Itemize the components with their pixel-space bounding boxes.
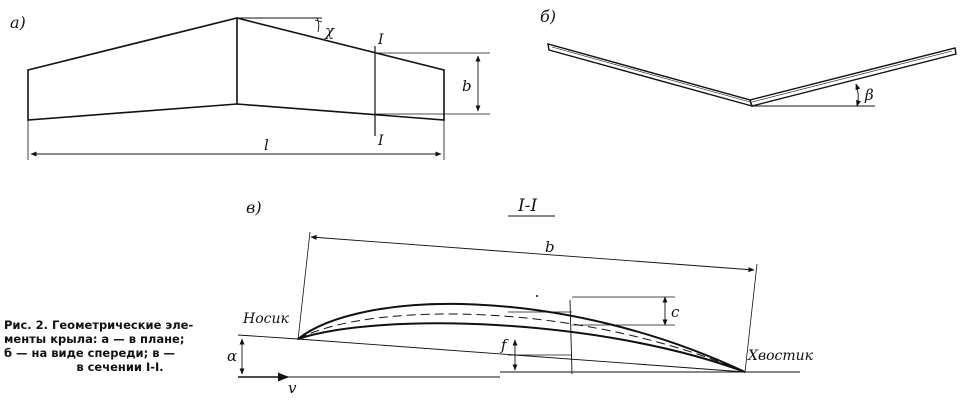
plan-chord-label: b: [462, 77, 472, 95]
wing-front-view: [547, 43, 957, 108]
dihedral-angle-label: β: [864, 86, 874, 104]
airfoil-section: [237, 231, 800, 382]
span-label: l: [264, 136, 269, 154]
panel-label-b: б): [540, 7, 556, 26]
caption-line-3: б — на виде спереди; в —: [4, 346, 175, 360]
airfoil-mean-camber-line: [297, 313, 746, 373]
velocity-label: v: [288, 379, 297, 397]
airfoil-lower-surface: [297, 322, 746, 373]
airfoil-chord-extension-nose: [297, 231, 311, 341]
angle-of-attack-label: α: [227, 347, 237, 365]
thickness-section-line: [569, 299, 573, 375]
thickness-label: c: [671, 303, 680, 321]
nose-label: Носик: [242, 311, 289, 327]
panel-label-a: а): [10, 13, 26, 32]
caption-line-4: в сечении I-I.: [76, 360, 164, 374]
caption-line-2: менты крыла: а — в плане;: [4, 332, 185, 346]
airfoil-upper-surface: [297, 302, 746, 373]
wing-plan-view: [27, 17, 490, 160]
airfoil-chord-label: b: [545, 238, 555, 256]
section-title: I-I: [517, 196, 537, 216]
section-mark-top: I: [377, 32, 384, 48]
panel-label-c: в): [246, 198, 262, 217]
nose-angle-reference: [237, 334, 299, 340]
caption-line-1: Рис. 2. Геометрические эле-: [4, 318, 194, 332]
sweep-angle-label: χ: [324, 22, 335, 40]
left-wing-front: [547, 43, 754, 108]
sweep-angle-arc: [316, 17, 320, 33]
tail-label: Хвостик: [747, 348, 814, 364]
airfoil-chord-extension-tail: [744, 263, 758, 373]
airfoil-chord-dimension: [310, 234, 755, 273]
right-wing-front: [749, 47, 957, 107]
section-mark-bottom: I: [377, 133, 384, 149]
camber-label: f: [500, 336, 509, 354]
airfoil-chord-line: [297, 338, 746, 373]
dihedral-angle-arc: [855, 83, 861, 107]
stray-dot: [536, 295, 538, 297]
figure-caption: Рис. 2. Геометрические эле- менты крыла:…: [4, 318, 236, 374]
